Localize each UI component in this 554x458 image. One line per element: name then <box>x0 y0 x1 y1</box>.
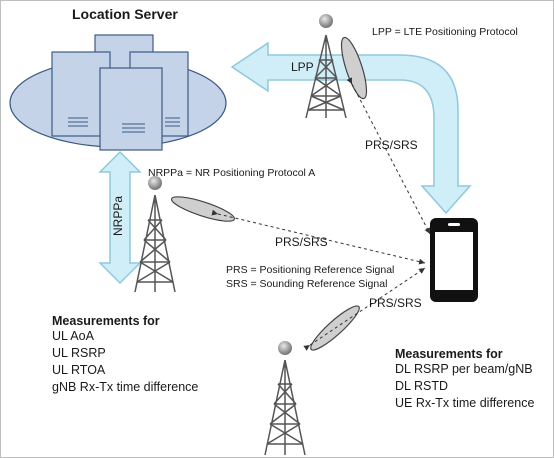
lpp-label: LPP <box>291 60 314 74</box>
middle-tower-icon <box>134 194 176 293</box>
right-measurements-block: Measurements for DL RSRP per beam/gNB DL… <box>395 347 534 412</box>
signal-links <box>211 77 431 351</box>
bottom-link <box>303 267 426 351</box>
bottom-tower-ball <box>278 341 292 355</box>
left-measurement-item: UL RTOA <box>52 363 106 377</box>
top-link <box>346 77 431 235</box>
left-measurement-item: UL RSRP <box>52 346 106 360</box>
prs-srs-label-middle: PRS/SRS <box>275 235 328 249</box>
right-measurements-heading: Measurements for <box>395 347 503 361</box>
left-measurements-block: Measurements for UL AoA UL RSRP UL RTOA … <box>52 314 198 396</box>
location-server-title: Location Server <box>72 6 178 22</box>
prs-srs-label-top: PRS/SRS <box>365 138 418 152</box>
left-measurement-item: UL AoA <box>52 329 94 343</box>
right-measurement-item: DL RSRP per beam/gNB <box>395 362 533 376</box>
nrppa-definition: NRPPa = NR Positioning Protocol A <box>148 167 316 179</box>
middle-beam-ellipse <box>170 196 236 222</box>
left-measurement-item: gNB Rx-Tx time difference <box>52 380 199 394</box>
prs-definition: PRS = Positioning Reference Signal <box>226 264 395 276</box>
top-tower-icon <box>305 34 347 119</box>
left-measurements-heading: Measurements for <box>52 314 160 328</box>
lpp-definition: LPP = LTE Positioning Protocol <box>372 26 518 38</box>
nrppa-arrow <box>98 150 142 285</box>
bottom-tower-icon <box>264 359 306 456</box>
srs-definition: SRS = Sounding Reference Signal <box>226 278 388 290</box>
nrppa-label: NRPPa <box>111 195 126 237</box>
top-tower-ball <box>319 14 333 28</box>
right-measurement-item: DL RSTD <box>395 379 449 393</box>
prs-srs-label-bottom: PRS/SRS <box>369 296 422 310</box>
right-measurement-item: UE Rx-Tx time difference <box>395 396 535 410</box>
server-stack-icon <box>51 34 189 151</box>
phone-icon <box>430 218 478 302</box>
middle-tower-ball <box>148 176 162 190</box>
